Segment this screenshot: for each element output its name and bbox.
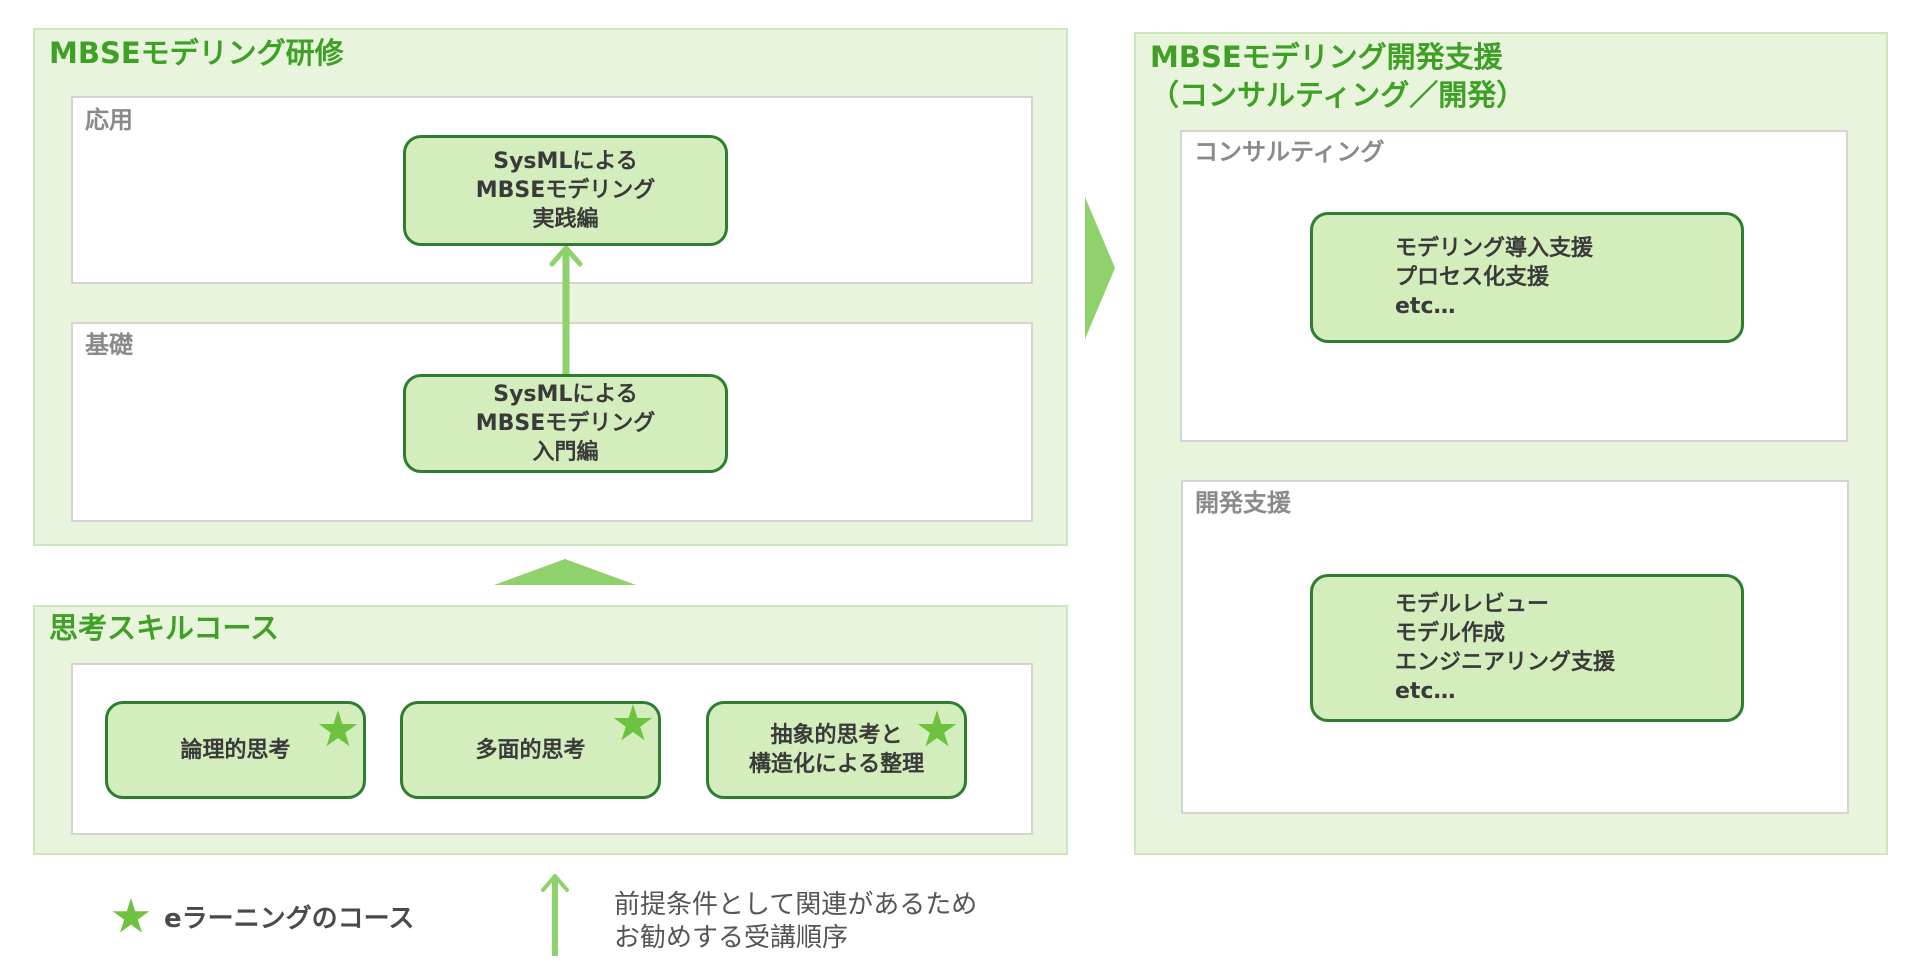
service-item: etc… — [1395, 294, 1456, 319]
service-item: モデリング導入支援 — [1395, 236, 1594, 261]
dev-services-card[interactable]: モデルレビュー モデル作成 エンジニアリング支援 etc… — [1310, 574, 1744, 722]
progression-arrow — [549, 245, 583, 378]
course-line: MBSEモデリング — [475, 411, 656, 436]
course-abstract-thinking[interactable]: 抽象的思考と 構造化による整理 — [706, 701, 967, 799]
thinking-skills-title: 思考スキルコース — [49, 611, 279, 645]
service-item: etc… — [1395, 679, 1456, 704]
course-line: 構造化による整理 — [748, 752, 925, 777]
legend-arrow-label-2: お勧めする受講順序 — [614, 923, 849, 953]
course-line: 実践編 — [532, 207, 599, 232]
course-line: 多面的思考 — [475, 737, 586, 763]
basic-level-label: 基礎 — [85, 331, 133, 359]
mbse-training-title: MBSEモデリング研修 — [49, 36, 344, 70]
legend-arrow-icon — [541, 874, 569, 956]
development-support-panel: MBSEモデリング開発支援 （コンサルティング／開発） コンサルティング 開発支… — [1134, 32, 1888, 855]
legend-star-icon — [112, 898, 150, 933]
service-item: モデルレビュー — [1395, 592, 1550, 617]
dev-support-label: 開発支援 — [1195, 489, 1291, 517]
course-line: SysMLによる — [493, 382, 638, 407]
course-logical-thinking[interactable]: 論理的思考 — [105, 701, 366, 799]
service-item: エンジニアリング支援 — [1395, 650, 1616, 675]
course-line: 論理的思考 — [180, 737, 291, 763]
legend-arrow-label-1: 前提条件として関連があるため — [614, 890, 978, 920]
course-multifaceted-thinking[interactable]: 多面的思考 — [400, 701, 661, 799]
course-practical-modeling[interactable]: SysMLによる MBSEモデリング 実践編 — [403, 135, 728, 246]
service-item: モデル作成 — [1395, 621, 1506, 646]
upward-triangle — [494, 559, 636, 585]
consulting-label: コンサルティング — [1194, 138, 1385, 166]
course-line: MBSEモデリング — [475, 178, 656, 203]
course-line: 抽象的思考と — [770, 723, 903, 748]
support-title-line2: （コンサルティング／開発） — [1150, 78, 1526, 112]
applied-level-label: 応用 — [85, 106, 133, 134]
support-title-line1: MBSEモデリング開発支援 — [1150, 40, 1503, 74]
service-item: プロセス化支援 — [1395, 265, 1550, 290]
course-line: SysMLによる — [493, 149, 638, 174]
mbse-training-panel: MBSEモデリング研修 応用 基礎 — [33, 28, 1068, 546]
right-triangle — [1085, 197, 1115, 339]
consulting-services-card[interactable]: モデリング導入支援 プロセス化支援 etc… — [1310, 212, 1744, 343]
legend-star-label: eラーニングのコース — [164, 904, 415, 934]
course-line: 入門編 — [532, 440, 599, 465]
course-intro-modeling[interactable]: SysMLによる MBSEモデリング 入門編 — [403, 374, 728, 473]
